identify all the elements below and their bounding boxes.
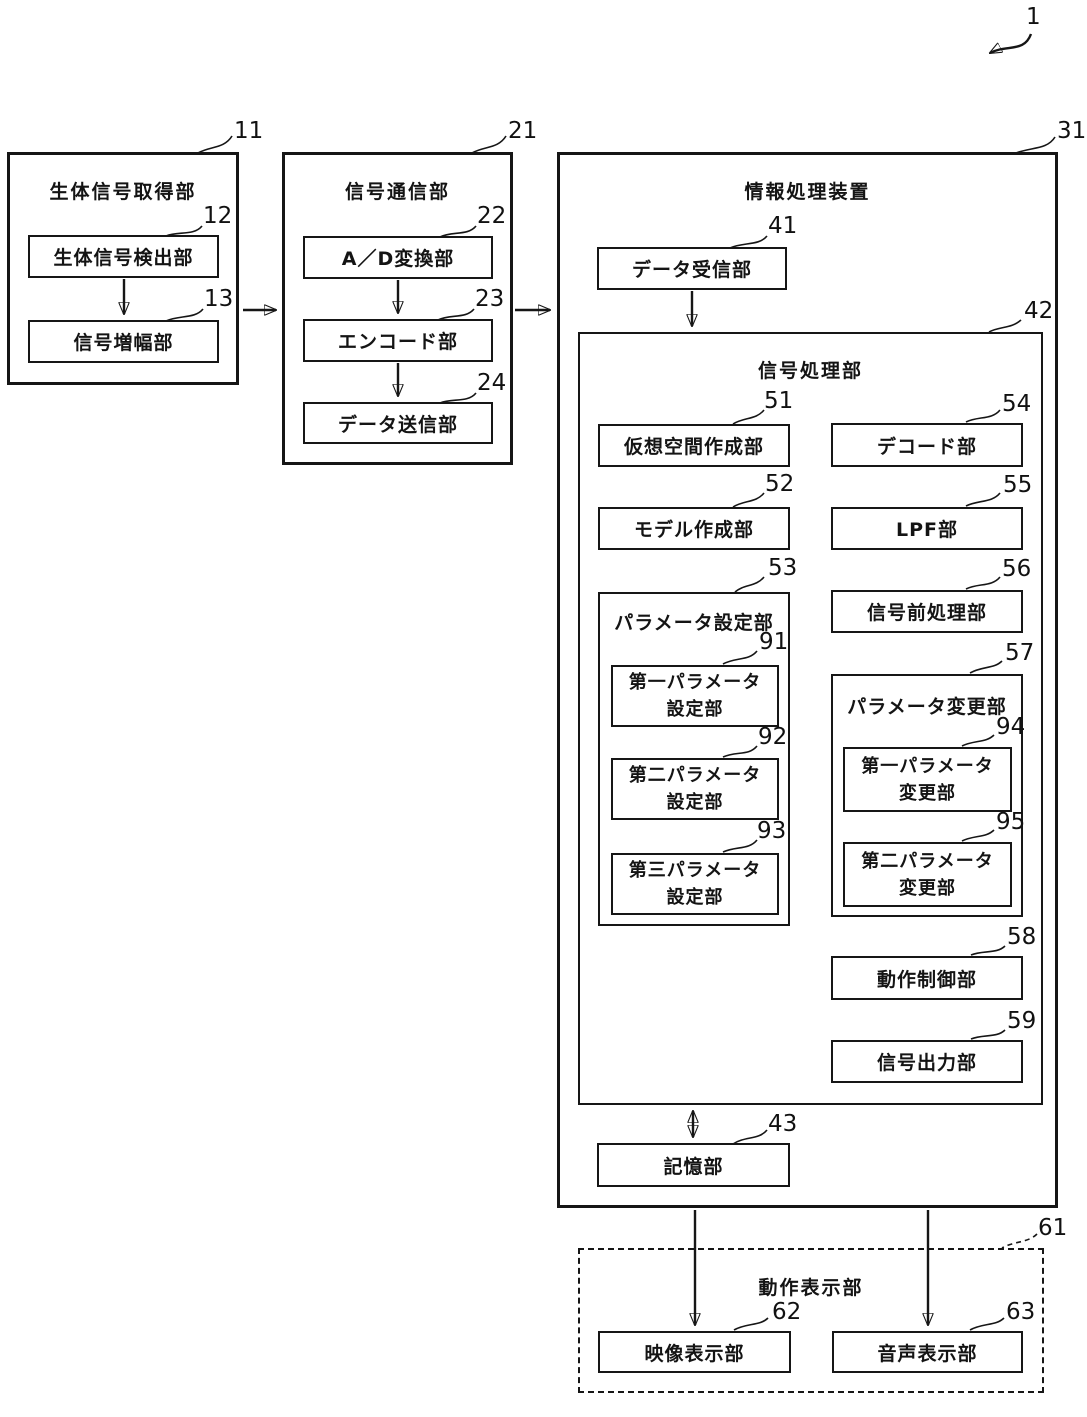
leader-55 bbox=[965, 492, 1001, 507]
ref-12: 12 bbox=[203, 203, 233, 229]
leader-61 bbox=[1001, 1233, 1038, 1249]
leader-13 bbox=[165, 308, 204, 322]
ref-51: 51 bbox=[764, 388, 794, 414]
block-second-parameter-setter: 第二パラメータ 設定部 bbox=[611, 758, 779, 820]
leader-56 bbox=[965, 576, 1001, 590]
block-signal-output: 信号出力部 bbox=[831, 1040, 1023, 1083]
ref-63: 63 bbox=[1006, 1299, 1036, 1325]
block-signal-amplifier: 信号増幅部 bbox=[28, 320, 219, 363]
ref-31: 31 bbox=[1057, 118, 1087, 144]
ref-13: 13 bbox=[204, 286, 234, 312]
block-title: 情報処理装置 bbox=[744, 181, 871, 203]
leader-62 bbox=[733, 1317, 769, 1331]
block-lpf: LPF部 bbox=[831, 507, 1023, 550]
figure-ref-arrow bbox=[990, 33, 1033, 53]
block-encoder: エンコード部 bbox=[303, 319, 493, 362]
block-title: 生体信号取得部 bbox=[49, 181, 197, 203]
block-first-parameter-setter: 第一パラメータ 設定部 bbox=[611, 665, 779, 727]
leader-92 bbox=[722, 745, 758, 758]
block-ad-converter: A／D変換部 bbox=[303, 236, 493, 279]
block-signal-preprocessor: 信号前処理部 bbox=[831, 590, 1023, 633]
block-second-parameter-changer: 第二パラメータ 変更部 bbox=[843, 842, 1012, 907]
ref-95: 95 bbox=[996, 809, 1026, 835]
ref-91: 91 bbox=[759, 629, 789, 655]
block-title: 動作表示部 bbox=[758, 1277, 864, 1299]
block-virtual-space-creator: 仮想空間作成部 bbox=[598, 424, 790, 467]
leader-51 bbox=[732, 409, 765, 425]
ref-11: 11 bbox=[234, 118, 264, 144]
leader-52 bbox=[732, 492, 765, 508]
ref-57: 57 bbox=[1005, 640, 1035, 666]
leader-11 bbox=[197, 135, 233, 154]
leader-53 bbox=[734, 576, 765, 593]
ref-55: 55 bbox=[1003, 472, 1033, 498]
leader-12 bbox=[165, 225, 203, 237]
block-audio-display: 音声表示部 bbox=[832, 1331, 1023, 1373]
ref-93: 93 bbox=[757, 818, 787, 844]
ref-22: 22 bbox=[477, 203, 507, 229]
leader-21 bbox=[471, 135, 507, 154]
ref-41: 41 bbox=[768, 213, 798, 239]
ref-42: 42 bbox=[1024, 298, 1054, 324]
block-title: パラメータ変更部 bbox=[847, 696, 1007, 718]
block-third-parameter-setter: 第三パラメータ 設定部 bbox=[611, 853, 779, 915]
ref-21: 21 bbox=[508, 118, 538, 144]
block-title: 信号処理部 bbox=[757, 360, 863, 382]
leader-43 bbox=[732, 1129, 768, 1145]
ref-94: 94 bbox=[996, 714, 1026, 740]
ref-53: 53 bbox=[768, 555, 798, 581]
leader-63 bbox=[969, 1317, 1005, 1331]
leader-41 bbox=[729, 235, 768, 249]
leader-94 bbox=[961, 734, 995, 747]
ref-43: 43 bbox=[768, 1111, 798, 1137]
leader-93 bbox=[722, 839, 758, 853]
ref-52: 52 bbox=[765, 471, 795, 497]
leader-95 bbox=[961, 829, 995, 842]
leader-31 bbox=[1015, 136, 1056, 154]
block-title: 信号通信部 bbox=[344, 181, 450, 203]
block-title: パラメータ設定部 bbox=[614, 612, 774, 634]
ref-54: 54 bbox=[1002, 391, 1032, 417]
leader-24 bbox=[439, 392, 477, 404]
ref-92: 92 bbox=[758, 724, 788, 750]
block-storage: 記憶部 bbox=[597, 1143, 790, 1187]
leader-58 bbox=[970, 945, 1006, 956]
block-video-display: 映像表示部 bbox=[598, 1331, 791, 1373]
block-motion-controller: 動作制御部 bbox=[831, 956, 1023, 1000]
block-bio-signal-detector: 生体信号検出部 bbox=[28, 235, 219, 278]
block-model-creator: モデル作成部 bbox=[598, 507, 790, 550]
leader-54 bbox=[965, 409, 1001, 423]
leader-57 bbox=[969, 660, 1003, 674]
ref-62: 62 bbox=[772, 1299, 802, 1325]
block-decoder: デコード部 bbox=[831, 423, 1023, 467]
block-motion-display-unit: 動作表示部 bbox=[578, 1248, 1044, 1393]
ref-61: 61 bbox=[1038, 1215, 1068, 1241]
leader-59 bbox=[970, 1029, 1006, 1040]
leader-23 bbox=[437, 308, 475, 321]
block-first-parameter-changer: 第一パラメータ 変更部 bbox=[843, 747, 1012, 812]
ref-56: 56 bbox=[1002, 556, 1032, 582]
ref-58: 58 bbox=[1007, 924, 1037, 950]
block-data-transmitter: データ送信部 bbox=[303, 402, 493, 444]
leader-91 bbox=[722, 650, 758, 665]
ref-59: 59 bbox=[1007, 1008, 1037, 1034]
ref-23: 23 bbox=[475, 286, 505, 312]
ref-24: 24 bbox=[477, 370, 507, 396]
ref-figure: 1 bbox=[1026, 4, 1041, 30]
leader-22 bbox=[439, 225, 477, 238]
block-data-receiver: データ受信部 bbox=[597, 247, 787, 290]
leader-42 bbox=[988, 319, 1022, 333]
